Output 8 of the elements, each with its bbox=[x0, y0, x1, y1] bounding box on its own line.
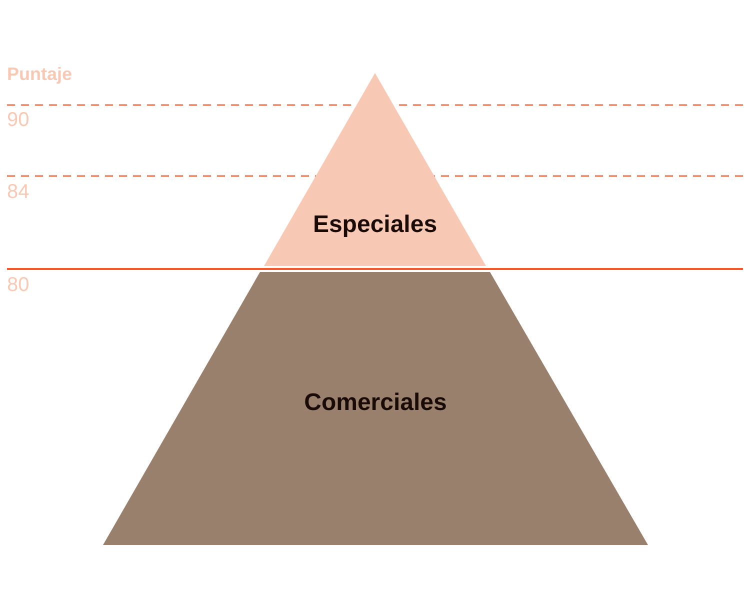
score-value: 84 bbox=[7, 181, 30, 204]
pyramid-top-tier bbox=[264, 73, 486, 266]
score-value: 80 bbox=[7, 274, 30, 297]
tier-label: Especiales bbox=[312, 211, 438, 239]
axis-title: Puntaje bbox=[7, 64, 72, 85]
pyramid-base-tier bbox=[103, 272, 648, 545]
tier-label: Comerciales bbox=[304, 389, 447, 417]
score-value: 90 bbox=[7, 109, 30, 132]
